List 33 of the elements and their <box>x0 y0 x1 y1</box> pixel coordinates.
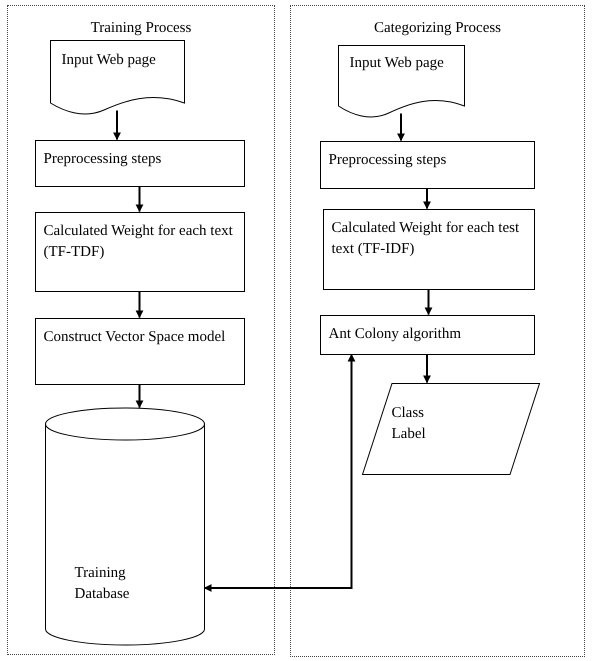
arrow <box>113 110 121 140</box>
process-panel <box>290 5 585 657</box>
arrow <box>136 384 144 408</box>
process-box <box>320 140 534 188</box>
node-text: Calculated Weight for each test text (TF-IDF) <box>332 220 520 258</box>
node-text: Input Web page <box>62 50 157 70</box>
process-box <box>320 314 534 354</box>
node-text: Calculated Weight for each text (TF-TDF) <box>44 222 233 260</box>
node-text: Preprocessing steps <box>44 150 162 166</box>
node-text: Training Database <box>74 564 130 604</box>
data-parallelogram <box>362 382 540 474</box>
arrow <box>424 290 432 316</box>
node-text: Input Web page <box>350 54 445 72</box>
arrow <box>397 114 405 142</box>
node-text: Ant Colony algorithm <box>328 326 461 342</box>
node-text: Construct Vector Space model <box>44 328 226 344</box>
arrow <box>136 292 144 318</box>
arrow <box>204 354 356 592</box>
process-box <box>34 212 244 292</box>
process-box <box>34 140 244 186</box>
process-box <box>34 318 244 384</box>
panel-title: Categorizing Process <box>372 20 502 37</box>
node-text: Class Label <box>392 404 427 444</box>
process-box <box>322 208 534 290</box>
node-text: Preprocessing steps <box>328 152 446 168</box>
database-cylinder <box>44 408 204 644</box>
arrow <box>136 186 144 212</box>
panel-title: Training Process <box>90 20 192 37</box>
process-panel <box>7 5 275 655</box>
document-shape <box>50 40 184 114</box>
arrow <box>423 354 431 384</box>
arrow <box>423 188 431 210</box>
document-shape <box>338 44 464 118</box>
